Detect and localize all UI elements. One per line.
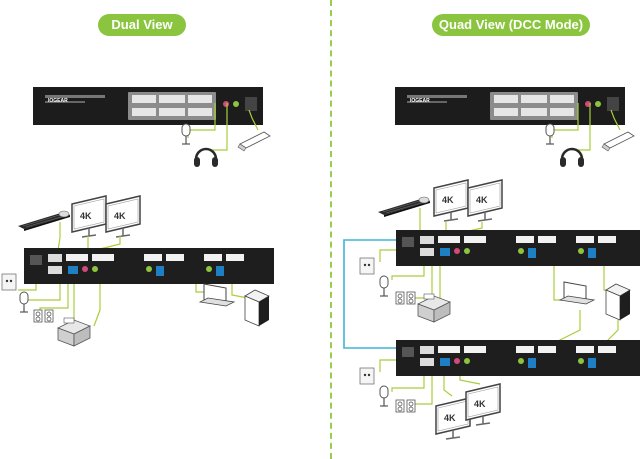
quad-laptop-icon xyxy=(560,282,594,304)
quad-usb-drive-icon xyxy=(602,132,634,151)
quad-bottom-monitor-1-label: 4K xyxy=(444,413,456,423)
quad-kvm-back-top xyxy=(396,230,640,266)
dual-laptop-icon xyxy=(200,284,234,306)
quad-top-speakers-icon xyxy=(396,292,415,304)
quad-bottom-monitor-2: 4K xyxy=(466,384,500,425)
dual-monitor-2-label: 4K xyxy=(114,211,126,221)
dual-kvm-front: IOGEAR xyxy=(33,87,263,125)
dual-rear-mic-icon xyxy=(20,292,28,312)
quad-top-monitor-1: 4K xyxy=(434,180,468,221)
quad-bottom-monitor-2-label: 4K xyxy=(474,399,486,409)
dual-printer-icon xyxy=(58,318,90,346)
dual-monitor-1: 4K xyxy=(72,196,106,237)
quad-kvm-brand: IOGEAR xyxy=(410,98,430,104)
quad-front-mic-icon xyxy=(546,124,554,144)
quad-desktop-icon xyxy=(606,284,630,320)
dual-monitor-2: 4K xyxy=(106,196,140,237)
quad-bottom-speakers-icon xyxy=(396,400,415,412)
quad-top-power-outlet-icon xyxy=(360,258,374,274)
dual-front-mic-icon xyxy=(182,124,190,144)
dual-monitor-1-label: 4K xyxy=(80,211,92,221)
quad-bottom-power-outlet-icon xyxy=(360,368,374,384)
quad-kvm-back-bottom xyxy=(396,340,640,376)
quad-top-monitor-1-label: 4K xyxy=(442,195,454,205)
dual-kvm-back xyxy=(24,248,274,284)
quad-mouse-icon xyxy=(419,197,429,203)
quad-daisy-chain-cable xyxy=(344,240,404,348)
quad-top-monitor-2: 4K xyxy=(468,180,502,221)
dual-kvm-brand: IOGEAR xyxy=(48,98,68,104)
quad-bottom-monitor-1: 4K xyxy=(436,398,470,439)
dual-mouse-icon xyxy=(59,211,69,217)
dual-desktop-icon xyxy=(245,290,269,326)
quad-top-mic-icon xyxy=(380,276,388,296)
quad-top-monitor-2-label: 4K xyxy=(476,195,488,205)
dual-usb-drive-icon xyxy=(238,132,270,151)
quad-headphones-icon xyxy=(560,149,584,167)
dual-speakers-icon xyxy=(34,310,53,322)
dual-power-outlet-icon xyxy=(2,274,16,290)
dual-headphones-icon xyxy=(194,149,218,167)
quad-bottom-mic-icon xyxy=(380,386,388,406)
